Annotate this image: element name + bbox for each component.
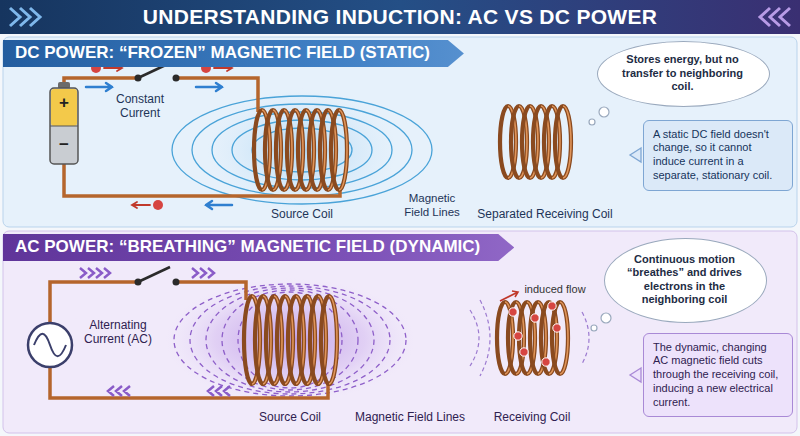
field-line (206, 288, 374, 392)
terminal-sign: + (57, 93, 71, 113)
induced-field-dashes (470, 300, 589, 376)
electron-dot (531, 314, 539, 322)
ac-field-lines (174, 284, 406, 396)
field-line (238, 292, 342, 388)
coil-winding (552, 302, 568, 374)
thought-bubble: Stores energy, but no transfer to neighb… (597, 41, 770, 107)
field-line (190, 286, 390, 394)
electron-dot (509, 308, 517, 316)
coil-highlight (329, 296, 337, 384)
bubble-text: Continuous motion “breathes” and drives … (625, 253, 745, 307)
part-label: Receiving Coil (492, 410, 573, 424)
coil-highlight (339, 110, 347, 190)
ac-receiving-coil (497, 302, 568, 374)
field-line (222, 290, 358, 390)
electron-dot (553, 324, 561, 332)
diagram-title: UNDERSTANDING INDUCTION: AC VS DC POWER (0, 5, 800, 29)
chevrons-left (10, 8, 40, 26)
source-label: Alternating Current (AC) (74, 318, 162, 346)
induced-electrons (509, 302, 561, 366)
ac-source-coil (244, 296, 337, 384)
ac-panel-ground (3, 231, 797, 433)
title-band (0, 0, 800, 34)
current-label: Constant Current (105, 92, 175, 120)
part-label: Separated Receiving Coil (475, 207, 614, 221)
coil-winding (331, 110, 347, 190)
ac-top-wire (50, 282, 246, 323)
bubble-text: Stores energy, but no transfer to neighb… (619, 53, 747, 93)
dc-field-lines (172, 96, 432, 204)
callout-box: A static DC field doesn't change, so it … (643, 120, 793, 191)
field-line (172, 96, 432, 204)
electron-dot (520, 348, 528, 356)
ac-bubble-tail (591, 313, 611, 331)
field-line (174, 284, 406, 396)
flow-label: induced flow (522, 283, 587, 296)
callout-text: A static DC field doesn't change, so it … (653, 128, 783, 183)
dc-field-glow (207, 88, 397, 212)
dc-source-coil (254, 110, 347, 190)
panel-heading: DC POWER: “FROZEN” MAGNETIC FIELD (STATI… (3, 40, 464, 67)
ac-callout-tail (630, 368, 641, 382)
electron-dot (514, 332, 522, 340)
panel-heading: AC POWER: “BREATHING” MAGNETIC FIELD (DY… (3, 234, 514, 261)
thought-bubble: Continuous motion “breathes” and drives … (604, 238, 767, 323)
part-label: Source Coil (269, 207, 335, 221)
current-arrows (86, 63, 232, 210)
electron-dot (542, 358, 550, 366)
dc-callout-tail (630, 148, 641, 162)
electron-dot (548, 302, 556, 310)
dc-bubble-tail (589, 107, 609, 125)
coil-highlight (563, 106, 571, 178)
part-label: Magnetic Field Lines (398, 192, 466, 219)
battery-symbol (50, 82, 78, 164)
terminal-sign: − (57, 135, 71, 155)
field-line (192, 104, 412, 196)
part-label: Source Coil (257, 410, 323, 424)
callout-text: The dynamic, changing AC magnetic field … (653, 341, 783, 410)
coil-highlight (560, 302, 568, 374)
dc-receiving-coil (500, 106, 571, 178)
part-label: Magnetic Field Lines (353, 410, 467, 424)
chevrons-right (760, 8, 790, 26)
callout-box: The dynamic, changing AC magnetic field … (643, 333, 793, 418)
induced-flow-arrow (500, 291, 518, 301)
coil-winding (321, 296, 337, 384)
ac-source-symbol (28, 323, 72, 367)
ac-switch (135, 267, 180, 286)
coil-winding (555, 106, 571, 178)
dc-panel-ground (3, 37, 797, 227)
ac-field-glow (165, 278, 415, 402)
